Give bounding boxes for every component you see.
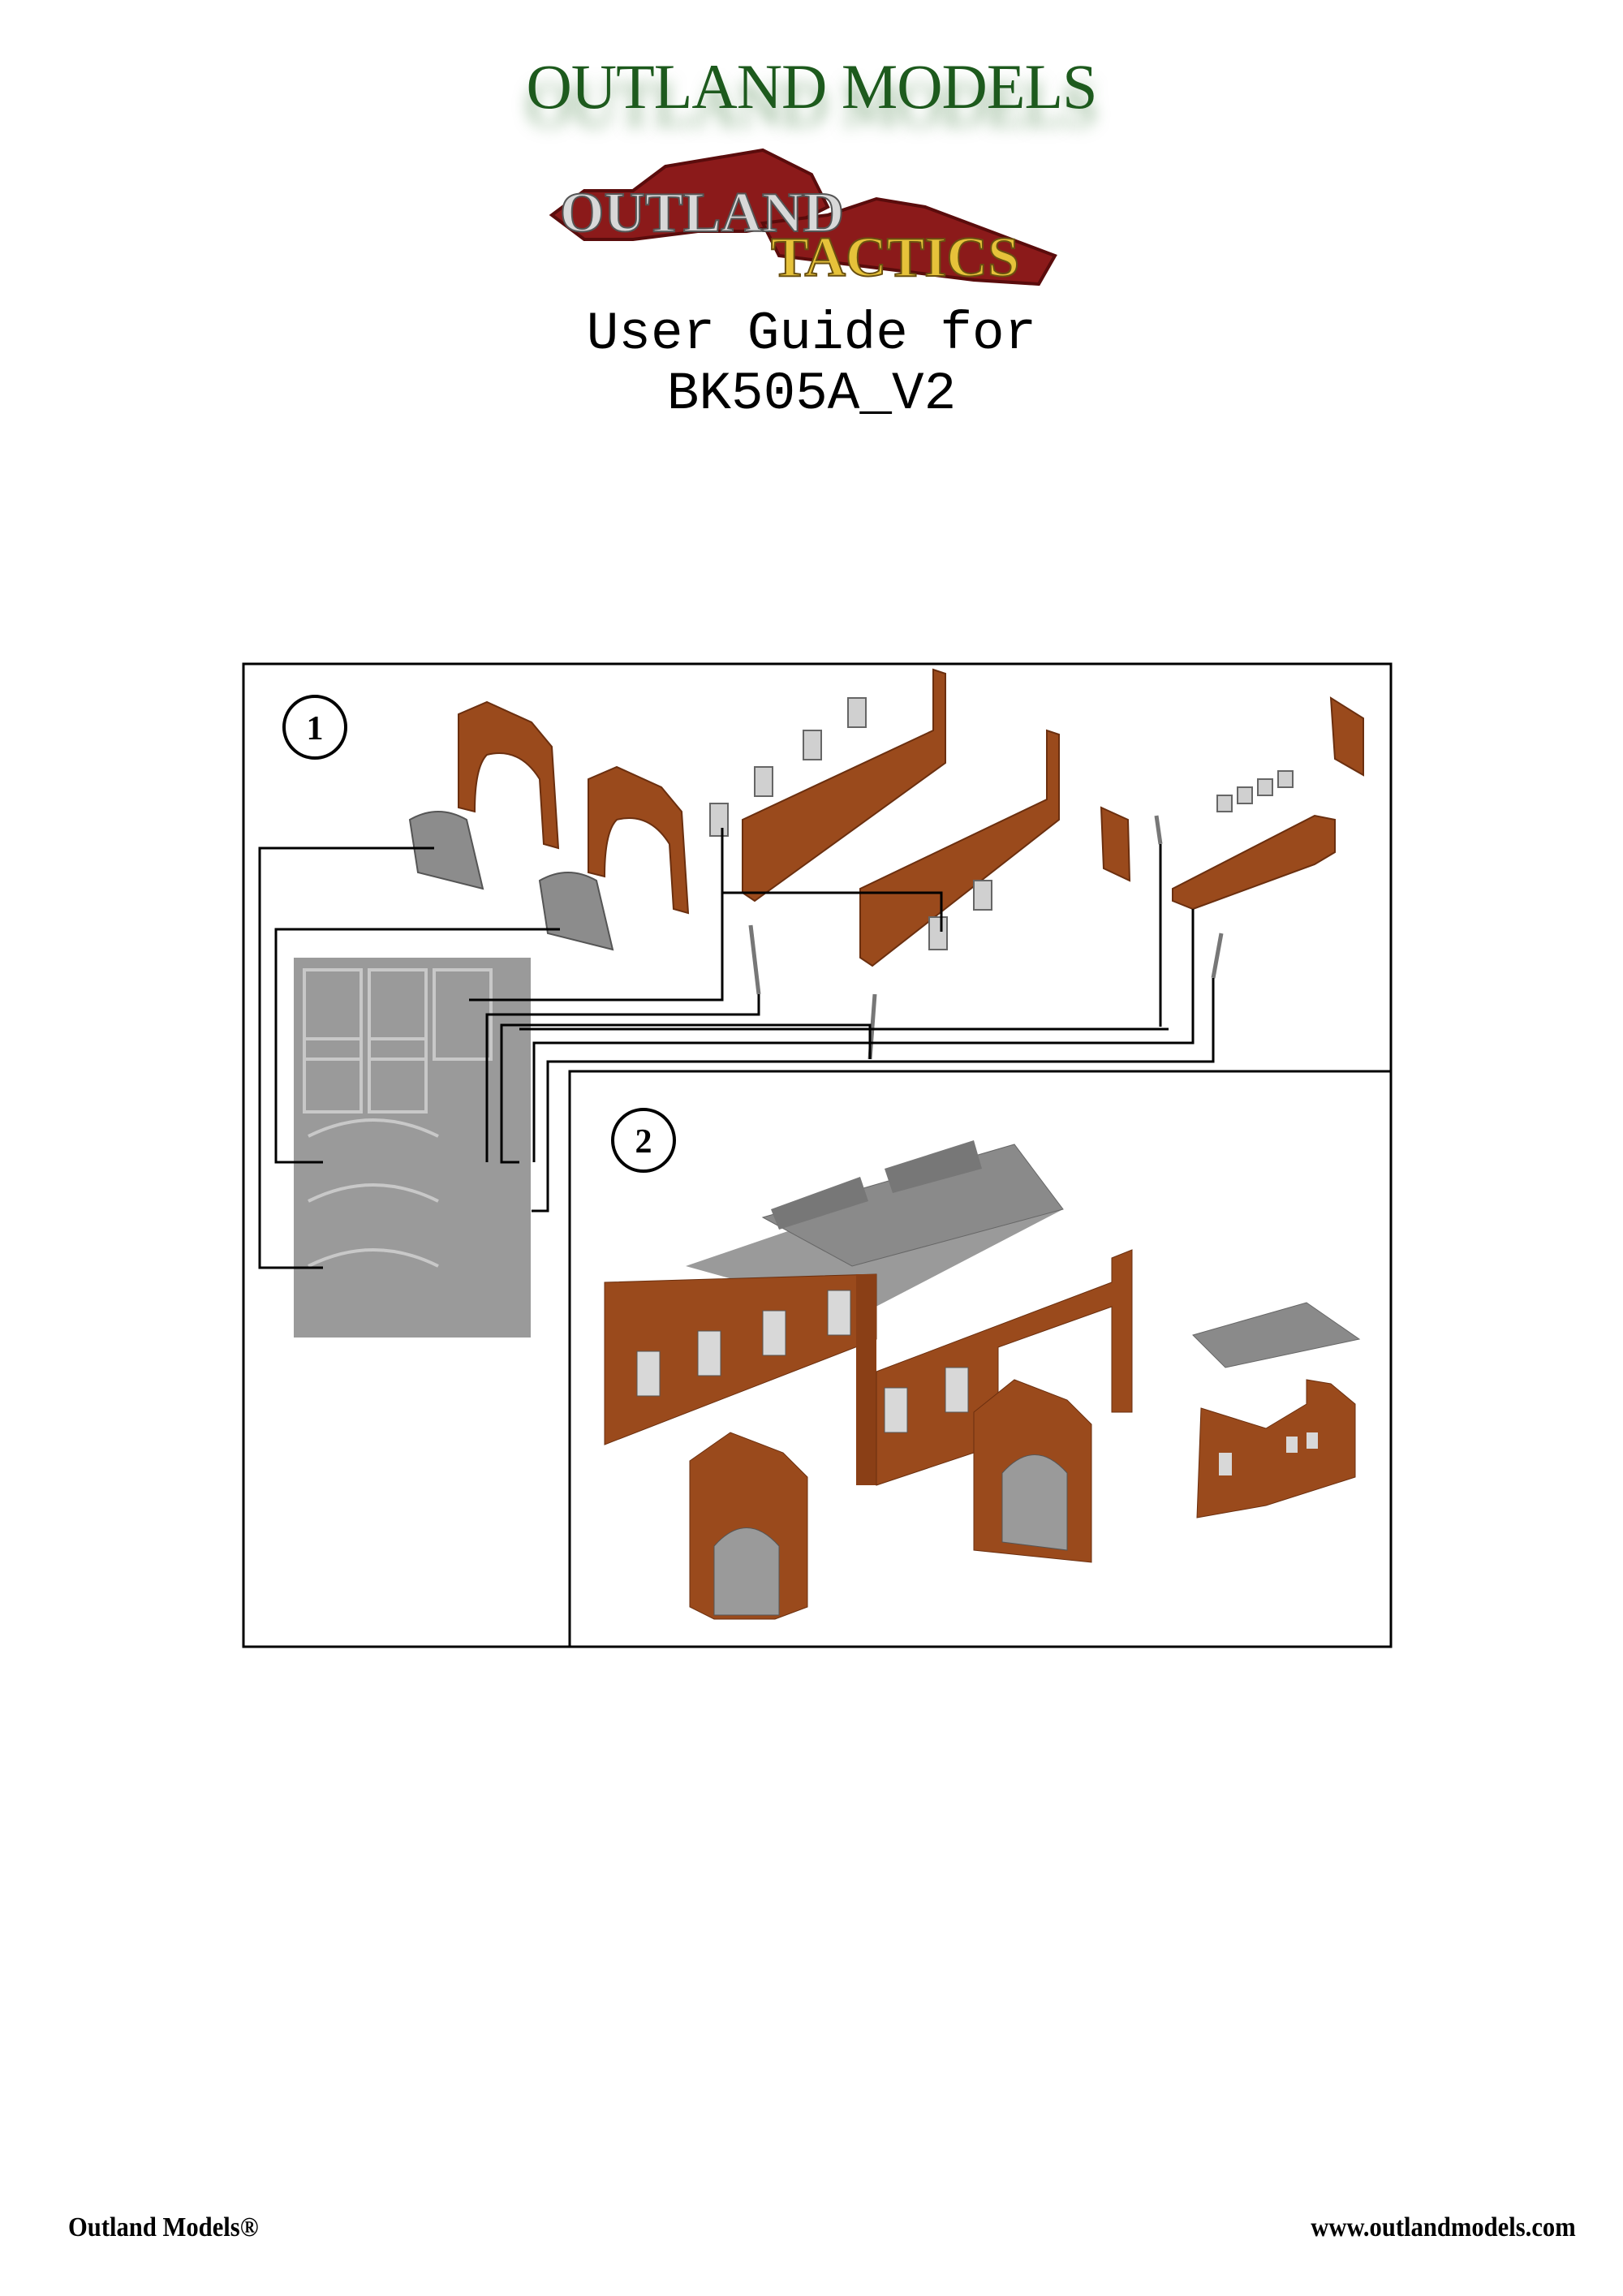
connector-lines xyxy=(258,828,1215,1269)
document-title: User Guide for BK505A_V2 xyxy=(0,304,1623,424)
svg-text:OUTLAND: OUTLAND xyxy=(560,182,844,244)
title-line-2: BK505A_V2 xyxy=(666,364,957,424)
outland-models-logo: OUTLAND MODELS xyxy=(526,51,1097,122)
assembled-lean-to xyxy=(1192,1302,1361,1518)
outland-tactics-logo: OUTLAND TACTICS xyxy=(549,148,1057,290)
assembled-engine-shed xyxy=(604,1140,1133,1620)
step-1-badge xyxy=(282,695,347,760)
footer-brand: Outland Models® xyxy=(68,2212,259,2242)
step-1-number: 1 xyxy=(307,710,324,747)
step-2-badge xyxy=(611,1108,676,1173)
svg-text:TACTICS: TACTICS xyxy=(771,226,1019,289)
hex-band xyxy=(549,148,1057,286)
step-2-frame xyxy=(568,1070,1391,1647)
step-2-number: 2 xyxy=(635,1123,652,1161)
part-side-walls xyxy=(742,668,1364,967)
part-windows xyxy=(709,697,1294,950)
footer-website[interactable]: www.outlandmodels.com xyxy=(1311,2212,1576,2242)
title-line-1: User Guide for xyxy=(586,304,1037,364)
step-1-frame xyxy=(242,662,1393,1648)
part-sprue xyxy=(294,958,531,1338)
part-arch-fronts xyxy=(458,700,690,915)
